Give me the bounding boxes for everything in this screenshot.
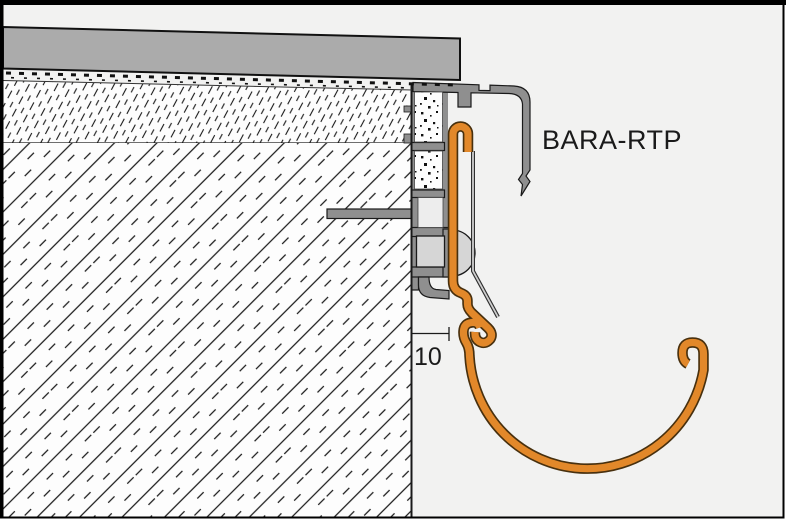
empty-pocket <box>417 197 444 228</box>
adhesive-layer <box>2 71 457 91</box>
screed-layer <box>3 80 412 144</box>
profile-flange-and-drip-leg <box>412 81 531 197</box>
anchor-leg <box>326 208 414 220</box>
strap-rear-edge <box>471 151 500 318</box>
dimension-text: 10 <box>414 343 442 371</box>
orange-profile <box>449 122 708 473</box>
mortar-pockets <box>414 91 444 228</box>
concrete-wall <box>3 143 412 517</box>
product-label: BARA-RTP <box>542 125 682 155</box>
dimension-10 <box>412 327 450 341</box>
screw-body <box>415 235 446 268</box>
bracket-elbow <box>417 276 450 300</box>
